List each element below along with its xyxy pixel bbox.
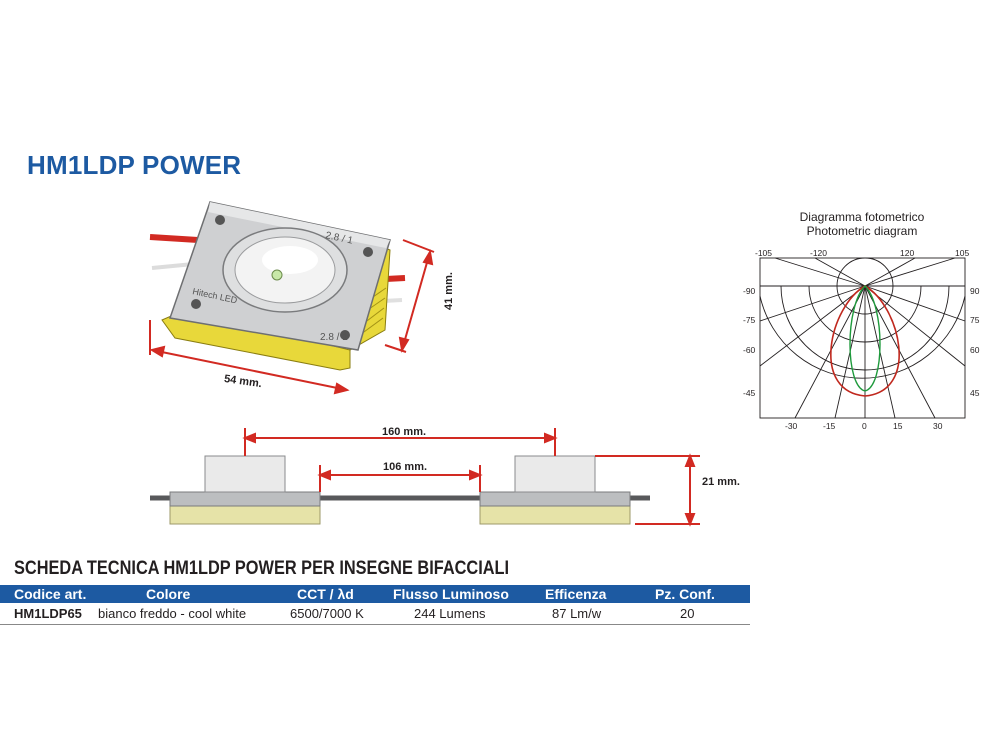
- photometric-diagram: -105 -120 120 105 -90 -75 -60 -45 90 75 …: [743, 248, 980, 431]
- right-label: 75: [970, 315, 980, 325]
- cell-efficenza: 87 Lm/w: [552, 606, 602, 621]
- module-a-lens: [204, 455, 286, 493]
- product-title: HM1LDP POWER: [27, 150, 242, 180]
- module-b-base: [479, 505, 631, 525]
- cell-cct: 6500/7000 K: [290, 606, 364, 621]
- header-colore: Colore: [146, 586, 191, 602]
- top-label: -105: [755, 248, 772, 258]
- left-label: -60: [743, 345, 756, 355]
- module-render: 2.8 / 1 2.8 / 1 Hitech LED: [149, 201, 435, 395]
- bottom-label: 0: [862, 421, 867, 431]
- width-dimension-line: [151, 349, 348, 391]
- top-label: -120: [810, 248, 827, 258]
- header-pz-conf: Pz. Conf.: [655, 586, 715, 602]
- right-label: 90: [970, 286, 980, 296]
- side-height-dimension-label: 21 mm.: [702, 476, 740, 488]
- header-efficenza: Efficenza: [545, 586, 607, 602]
- top-label: 105: [955, 248, 969, 258]
- table-header: Codice art. Colore CCT / λd Flusso Lumin…: [0, 585, 750, 603]
- cell-codice: HM1LDP65: [14, 606, 82, 621]
- photometric-curve-narrow: [849, 285, 881, 392]
- header-flusso: Flusso Luminoso: [393, 586, 509, 602]
- photometric-title-it: Diagramma fotometrico: [799, 210, 925, 224]
- cell-colore: bianco freddo - cool white: [98, 606, 247, 621]
- left-label: -75: [743, 315, 756, 325]
- header-codice: Codice art.: [14, 586, 87, 602]
- module-marking-bottom: 2.8 / 1: [320, 332, 348, 343]
- gap-dimension-label: 106 mm.: [383, 461, 428, 473]
- cell-pz-conf: 20: [680, 606, 695, 621]
- left-label: -45: [743, 388, 756, 398]
- left-label: -90: [743, 286, 756, 296]
- pitch-dimension-label: 160 mm.: [382, 426, 427, 438]
- bottom-label: -30: [785, 421, 798, 431]
- photometric-frame: [759, 257, 966, 419]
- sheet-title: SCHEDA TECNICA HM1LDP POWER PER INSEGNE …: [14, 558, 510, 579]
- right-label: 60: [970, 345, 980, 355]
- bottom-label: -15: [823, 421, 836, 431]
- header-cct: CCT / λd: [297, 586, 354, 602]
- bottom-label: 15: [893, 421, 903, 431]
- bottom-label: 30: [933, 421, 943, 431]
- module-b-lens: [514, 455, 596, 493]
- photometric-title-en: Photometric diagram: [806, 224, 918, 238]
- module-a-base: [169, 505, 321, 525]
- top-label: 120: [900, 248, 914, 258]
- right-label: 45: [970, 388, 980, 398]
- height-dimension-label: 41 mm.: [443, 272, 455, 310]
- cell-flusso: 244 Lumens: [414, 606, 486, 621]
- table-bottom-rule: [0, 624, 750, 625]
- side-view-drawing: [150, 428, 700, 527]
- led-chip: [271, 269, 283, 281]
- photometric-curve-wide: [830, 285, 900, 397]
- height-dimension-line: [401, 251, 431, 351]
